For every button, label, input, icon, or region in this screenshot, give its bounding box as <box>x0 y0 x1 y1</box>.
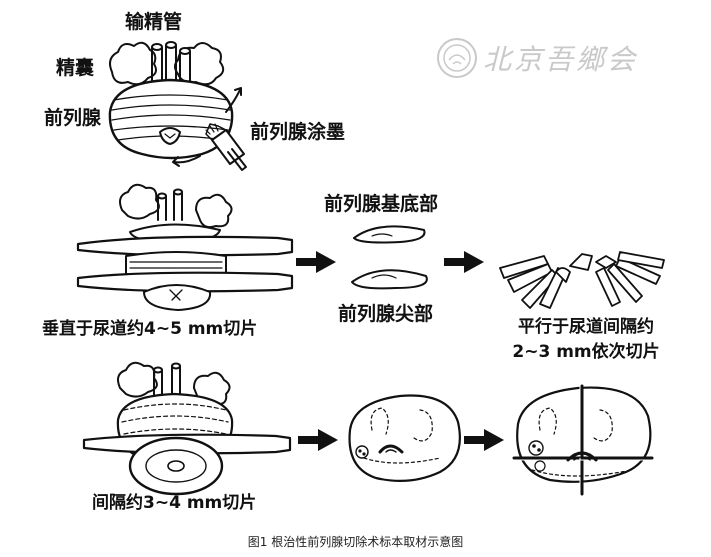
interval-slicing-drawing <box>82 361 292 496</box>
ink-arrow-down <box>173 155 201 164</box>
ink-brush-icon <box>205 123 247 171</box>
whole-mount-section <box>348 394 461 482</box>
flow-arrow-row2-a <box>296 251 336 273</box>
seal-logo-icon <box>437 38 477 78</box>
label-perpendicular-cut: 垂直于尿道约4~5 mm切片 <box>42 319 258 339</box>
flow-arrow-row3-a <box>298 429 338 451</box>
figure-caption: 图1 根治性前列腺切除术标本取材示意图 <box>247 535 464 549</box>
label-seminal-vesicle: 精囊 <box>56 57 95 79</box>
flow-arrow-row2-b <box>444 251 484 273</box>
label-interval-cut: 间隔约3~4 mm切片 <box>92 493 257 513</box>
knife-blade-lower <box>76 271 294 293</box>
prostate-body <box>108 78 234 160</box>
apex-slice-piece <box>351 269 428 290</box>
watermark: 北京吾鄉会 <box>433 32 663 84</box>
whole-prostate-drawing <box>108 41 247 171</box>
flow-arrow-row3-b <box>464 429 504 451</box>
parallel-slices-fan <box>499 251 665 309</box>
quartered-section <box>512 384 654 496</box>
knife-blade-upper <box>76 235 294 257</box>
label-vas-deferens: 输精管 <box>125 11 183 33</box>
vas-deferens-tubes <box>151 41 191 85</box>
label-parallel-cut-line1: 平行于尿道间隔约 <box>518 317 654 337</box>
label-prostate-apex: 前列腺尖部 <box>338 303 434 325</box>
ink-arrow-up <box>225 89 241 113</box>
perpendicular-slicing-drawing <box>76 183 294 311</box>
label-prostate-base: 前列腺基底部 <box>324 193 439 215</box>
watermark-text: 北京吾鄉会 <box>483 43 639 76</box>
label-parallel-cut-line2: 2~3 mm依次切片 <box>512 342 660 362</box>
label-prostate: 前列腺 <box>44 107 102 129</box>
seminal-vesicle-left <box>109 41 157 86</box>
label-ink: 前列腺涂墨 <box>250 121 346 143</box>
